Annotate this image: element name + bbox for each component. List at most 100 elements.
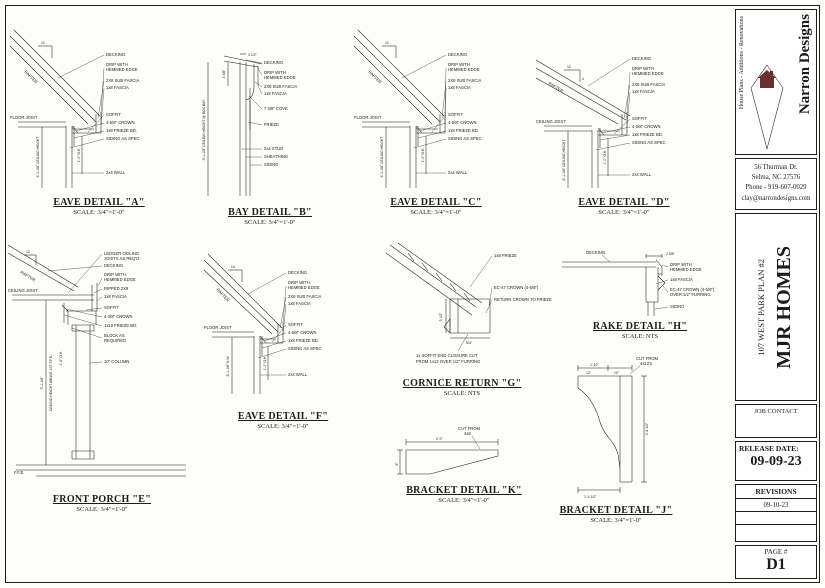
joist-label: CEILING JOIST [8,288,38,293]
drip-label-2: HEMMED EDGE [264,75,296,80]
detail-scale: SCALE: 3/4"=1'-0" [76,506,128,513]
frieze-label: 1x8 FRIEZE [494,253,517,258]
ceiling-height-dim-1: 9'-1-1/8" [40,376,44,389]
overhang-dim: 1'-6" O.H. [59,351,63,366]
project-client-name: MJR HOMES [773,245,795,369]
joist-label: FLOOR JOIST [354,115,382,120]
soffit-label: SOFFIT [106,112,121,117]
wall-label: 2x4 WALL [448,170,468,175]
overhang-dim: 1'-0" O.H. [263,356,267,371]
firm-email: clay@narrondesigns.com [741,194,811,202]
joist-label: FLOOR JOIST [204,325,232,330]
detail-k-title-block: BRACKET DETAIL "K" SCALE: 3/4"=1'-0" [396,485,532,504]
detail-title: EAVE DETAIL "C" [390,197,482,208]
detail-c-title-block: EAVE DETAIL "C" SCALE: 3/4"=1'-0" [352,197,520,216]
fascia-label: 1x8 FASCIA [632,89,655,94]
detail-scale: SCALE: 3/4"=1'-0" [590,517,642,524]
ffe-label: F.F.E. [14,470,24,475]
joist-label: CEILING JOIST [536,119,566,124]
decking-label: DECKING [448,52,467,57]
panel-eave-detail-d: 12 4 RAFTER CEILING JOIST 8'-1-1/8" CEIL… [534,34,714,216]
detail-title: BRACKET DETAIL "K" [406,485,522,496]
drip-label-2: HEMMED EDGE [106,67,138,72]
rafter-label: RAFTER [547,81,564,94]
fascia-label: 1x8 FASCIA [106,85,129,90]
detail-j-title-block: BRACKET DETAIL "J" SCALE: 3/4"=1'-0" [556,505,676,524]
frieze-label: FRIEZE [264,122,279,127]
overhang-dim: 1'-0" O.H. [77,148,81,163]
detail-scale: SCALE: NTS [443,390,481,397]
drip-label-1: DRIP WITH [632,66,654,71]
overall-width-dim: 1'-10" [590,363,599,367]
eave-detail-d-drawing: 12 4 RAFTER CEILING JOIST 8'-1-1/8" CEIL… [535,56,666,188]
cornice-g-geometry [385,242,493,352]
ceiling-height-dim: 9'-1-1/8" CEILING HEIGHT [380,137,384,178]
job-contact-label: JOB CONTACT [754,408,798,415]
ledger-label-1: LEDGER CEILING [104,251,139,256]
project-box: 107 WEST PARK PLAN #2 MJR HOMES [735,213,817,401]
front-porch-e-drawing: 12 RAFTER CEILING JOIST 9'-1-1/8" CEILIN… [7,244,186,477]
detail-f-title-block: EAVE DETAIL "F" SCALE: 3/4"=1'-0" [204,411,362,430]
frieze-label: 1x8 FRIEZE BD. [106,128,137,133]
rafter-label: RAFTER [367,69,382,84]
top-dim: 3 1/2" [248,53,258,57]
release-date-value: 09-09-23 [750,454,802,469]
detail-scale: SCALE: NTS [621,333,659,340]
decking-label: DECKING [264,60,283,65]
release-date-box: RELEASE DATE: 09-09-23 [735,441,817,481]
revision-entry: 09-10-23 [736,499,816,512]
eave-c-geometry [353,29,447,188]
firm-address-box: 56 Thurman Dr. Selma, NC 27576 Phone - 9… [735,158,817,210]
panel-bracket-detail-j: 1'-10" 12" 10" 2'-8 1/2" 1'-4 1/2" CUT F… [556,356,676,524]
ledger-label-2: JOISTS AS REQ'D [104,256,139,261]
detail-scale: SCALE: 3/4"=1'-0" [598,209,650,216]
block-label-2: REQUIRED [104,338,126,343]
frieze-label: 1x8 FRIEZE BD. [632,132,663,137]
overhang-dim: 1'-0" O.H. [421,148,425,163]
fascia-label: 1x8 FASCIA [264,91,287,96]
crown-label: 4-3/8" CROWN [104,314,132,319]
fascia-label: 1x8 FASCIA [670,277,693,282]
wall-label: 2x4 WALL [632,172,652,177]
siding-label: SIDING AS SPEC [106,136,140,141]
detail-title: BRACKET DETAIL "J" [559,505,673,516]
bracket-j-geometry [577,365,647,493]
ceiling-height-dim: 9'-1-1/8" CEILING HEIGHT [36,137,40,178]
siding-label: SIDING AS SPEC [632,140,666,145]
block-label-1: BLOCK AS [104,333,125,338]
release-date-label: RELEASE DATE: [739,444,799,453]
bay-detail-b-drawing: 3 1/2" 3 3/8" 9'-1-1/8" CEILING HEIGHT @… [202,53,297,196]
siding-label: SIDING AS SPEC [448,136,482,141]
board-dim: 5/4" [466,341,473,345]
subfascia-label: 2X8 SUB FASCIA [632,82,665,87]
decking-label: DECKING [632,56,651,61]
column-label: 10" COLUMN [104,359,129,364]
rafter-label: RAFTER [23,69,38,84]
overhang-dim: 1'-0" O.H. [603,150,607,165]
sheathing-label: SHEATHING [264,154,288,159]
panel-bracket-detail-k: 2'-0" 8" CUT FROM 4x8 BRACKET DETAIL "K"… [395,424,532,504]
detail-title: EAVE DETAIL "F" [237,411,329,422]
decking-label: DECKING [106,52,125,57]
logo-house-chimney [770,71,773,76]
logo-house-body [760,78,774,88]
firm-branding-box: House Plans - Additions - Renovations Na… [735,9,817,155]
soffit-label: SOFFIT [104,305,119,310]
detail-title: FRONT PORCH "E" [52,494,152,505]
crown-label: 4-5/8" CROWN [288,330,316,335]
wall-label: 2x4 WALL [288,372,308,377]
bracket-detail-k-drawing: 2'-0" 8" CUT FROM 4x8 [395,426,499,475]
pitch-label: 14 [231,265,235,269]
crown-label: 4-5/8" CROWN [632,124,660,129]
drip-label-1: DRIP WITH [104,272,126,277]
cut-from-label-1: CUT FROM [458,426,481,431]
drip-label-2: HEMMED EDGE [104,277,136,282]
detail-b-title-block: BAY DETAIL "B" SCALE: 3/4"=1'-0" [196,207,344,226]
decking-label: DECKING [104,263,123,268]
subfascia-label: 2X8 SUB FASCIA [106,78,139,83]
side-dim: 3 3/8" [222,69,226,79]
soffit-label: SOFFIT [632,116,647,121]
firm-tagline: House Plans - Additions - Renovations [739,16,745,110]
pitch-run-label: 4 [582,77,584,81]
decking-label: DECKING [288,270,307,275]
